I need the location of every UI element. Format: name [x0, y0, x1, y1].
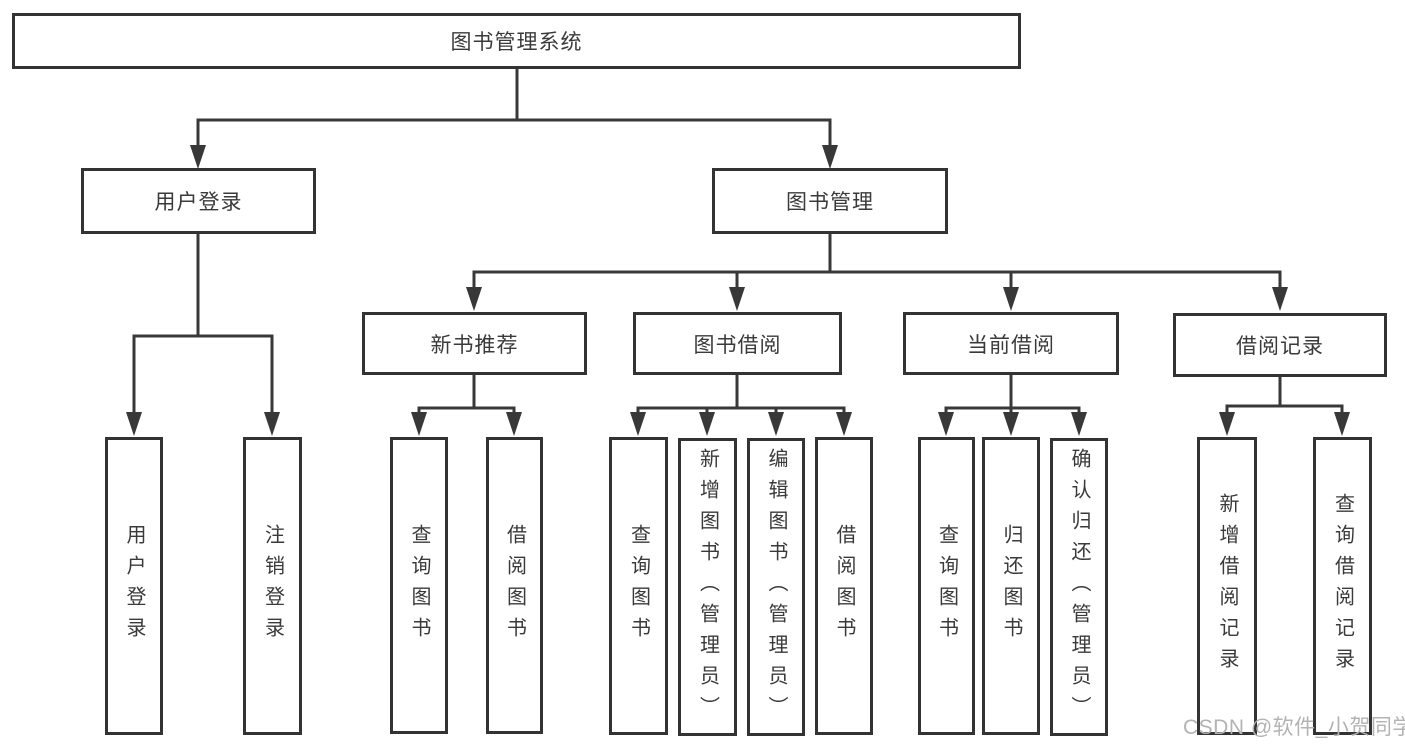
- node-current-borrowing: 当前借阅: [903, 312, 1119, 375]
- node-book-borrowing-label: 图书借阅: [693, 333, 782, 357]
- leaf-add-books-admin: 新增图书（管理员）: [678, 438, 737, 736]
- leaf-current-query-books-label: 查询图书: [935, 524, 958, 648]
- leaf-recommend-query-books: 查询图书: [390, 437, 448, 734]
- node-book-management: 图书管理: [712, 168, 948, 234]
- node-library-management-system-label: 图书管理系统: [450, 31, 583, 54]
- leaf-add-borrow-record-label: 新增借阅记录: [1216, 493, 1238, 679]
- leaf-borrow-books: 借阅图书: [815, 437, 873, 735]
- leaf-borrowing-query-books: 查询图书: [609, 437, 668, 735]
- leaf-edit-books-admin: 编辑图书（管理员）: [747, 438, 805, 736]
- node-book-borrowing: 图书借阅: [633, 312, 842, 375]
- leaf-confirm-return-admin: 确认归还（管理员）: [1050, 438, 1108, 736]
- leaf-return-books: 归还图书: [982, 437, 1040, 735]
- leaf-add-borrow-record: 新增借阅记录: [1197, 437, 1257, 735]
- leaf-logout-label: 注销登录: [261, 524, 284, 648]
- leaf-logout: 注销登录: [243, 437, 302, 735]
- connector-arrowheads: [126, 145, 1350, 436]
- node-new-book-recommend: 新书推荐: [362, 312, 587, 375]
- node-library-management-system: 图书管理系统: [12, 13, 1021, 69]
- leaf-edit-books-admin-label: 编辑图书（管理员）: [765, 447, 787, 727]
- node-book-management-label: 图书管理: [786, 191, 874, 214]
- leaf-query-borrow-record: 查询借阅记录: [1313, 437, 1372, 735]
- leaf-borrowing-query-books-label: 查询图书: [627, 524, 650, 648]
- node-new-book-recommend-label: 新书推荐: [430, 333, 519, 357]
- leaf-confirm-return-admin-label: 确认归还（管理员）: [1068, 447, 1090, 727]
- node-borrowing-records-label: 借阅记录: [1236, 335, 1324, 358]
- leaf-recommend-borrow-books: 借阅图书: [486, 437, 543, 734]
- leaf-return-books-label: 归还图书: [1000, 524, 1022, 648]
- node-borrowing-records: 借阅记录: [1173, 313, 1387, 377]
- node-user-login-label: 用户登录: [154, 191, 243, 214]
- node-current-borrowing-label: 当前借阅: [967, 333, 1055, 357]
- csdn-watermark: CSDN @软件_小贺同学: [1183, 716, 1405, 739]
- leaf-recommend-query-books-label: 查询图书: [408, 523, 430, 648]
- leaf-recommend-borrow-books-label: 借阅图书: [503, 523, 526, 648]
- leaf-add-books-admin-label: 新增图书（管理员）: [696, 447, 719, 727]
- leaf-borrow-books-label: 借阅图书: [833, 524, 855, 648]
- leaf-user-login: 用户登录: [105, 437, 163, 735]
- leaf-user-login-label: 用户登录: [123, 524, 145, 648]
- node-user-login: 用户登录: [81, 168, 316, 234]
- leaf-query-borrow-record-label: 查询借阅记录: [1331, 493, 1354, 679]
- leaf-current-query-books: 查询图书: [918, 437, 975, 735]
